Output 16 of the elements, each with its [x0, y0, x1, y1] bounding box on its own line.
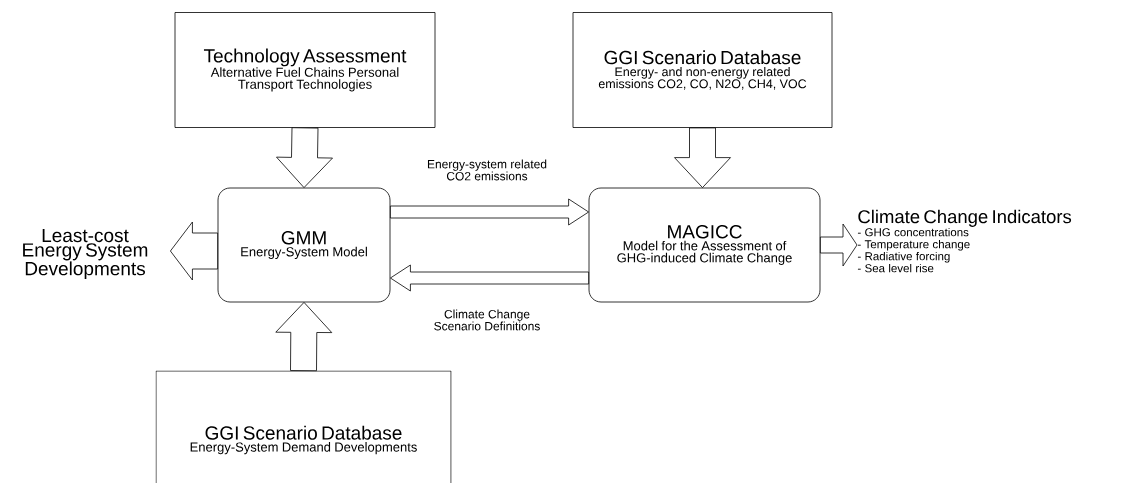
- indicator-list: Climate Change Indicators - GHG concentrations - Temperature change - Radiative forcing - Sea level rise: [857, 209, 1072, 273]
- output-text: Least-cost Energy System Developments: [23, 228, 148, 280]
- process-box: Technology Assessment Alternative Fuel Chains Personal Transport Technologies: [174, 12, 436, 128]
- edge-label: Climate Change Scenario Definitions: [434, 309, 540, 331]
- block-arrow: [390, 264, 589, 292]
- model-box: MAGICC Model for the Assessment of GHG-induced Climate Change: [588, 187, 821, 303]
- block-arrow: [170, 221, 218, 281]
- edge-label: Energy-system related CO2 emissions: [427, 159, 547, 181]
- block-arrow: [276, 127, 333, 188]
- process-box: GGI Scenario Database Energy- and non-energy related emissions CO2, CO, N2O, CH4, VOC: [572, 12, 833, 128]
- block-arrow: [390, 198, 589, 226]
- process-box: GGI Scenario Database Energy-System Demand Developments: [155, 370, 452, 483]
- block-arrow: [275, 302, 333, 372]
- model-box: GMM Energy-System Model: [217, 187, 391, 303]
- block-arrow: [674, 127, 731, 188]
- block-arrow: [820, 223, 858, 267]
